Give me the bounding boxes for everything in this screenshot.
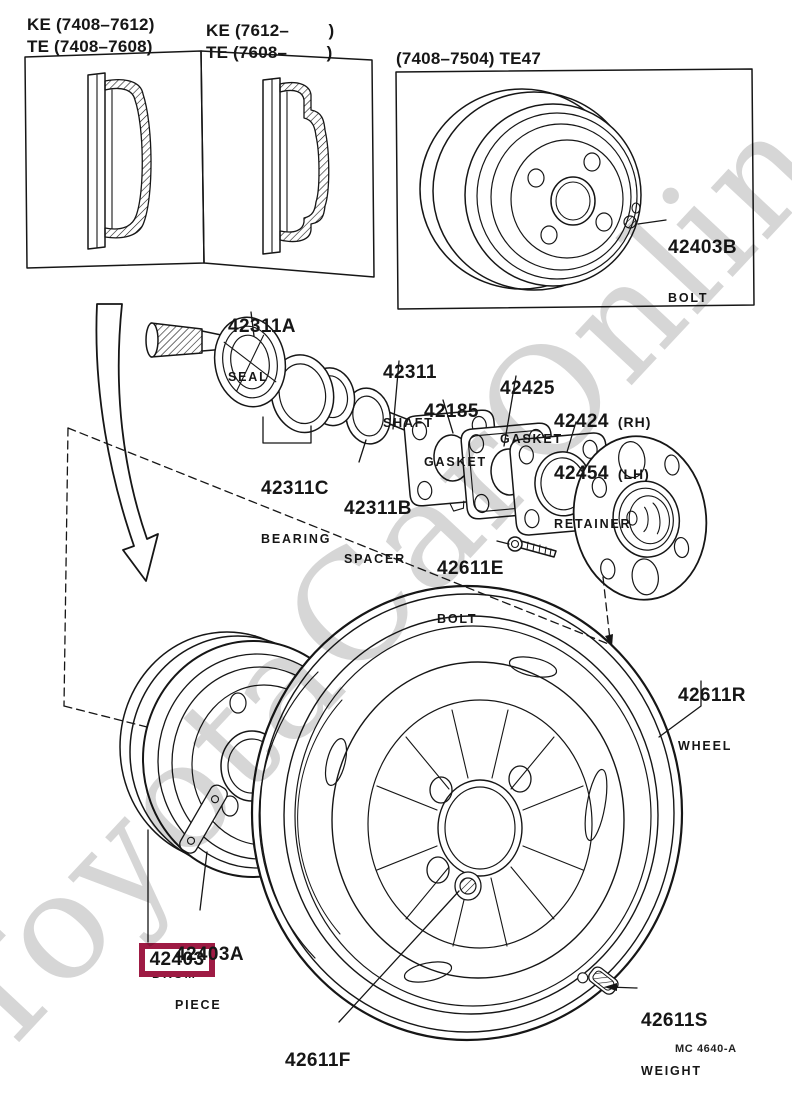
part-name: GASKET <box>424 454 487 469</box>
callout-retainer-bolt[interactable]: 42611E BOLT <box>437 526 504 642</box>
hub-flange-drawing <box>572 435 708 601</box>
part-number[interactable]: 42403A <box>175 943 244 965</box>
callout-bearing[interactable]: 42311C BEARING <box>261 446 331 562</box>
retainer-bolt-drawing <box>507 536 557 558</box>
callout-shaft[interactable]: 42311 SHAFT <box>383 330 437 446</box>
part-name: PIECE <box>175 997 222 1012</box>
axle-assembly-drawing <box>145 316 708 601</box>
drum-bolt-drawing <box>623 215 637 229</box>
variant-box-2 <box>200 50 375 278</box>
seal-drawing <box>213 316 287 408</box>
part-name: NUT <box>285 1104 351 1106</box>
variant2-line2: TE (7608– ) <box>206 43 333 63</box>
part-number[interactable]: 42185 <box>424 400 479 422</box>
wheel-nut-drawing <box>454 871 482 901</box>
te47-drum-drawing <box>419 88 642 291</box>
drum-piece-drawing <box>179 784 228 854</box>
part-name: SEAL <box>228 369 269 384</box>
variant2-line1: KE (7612– ) <box>206 21 335 40</box>
callout-axle-gasket[interactable]: 42185 GASKET <box>424 369 487 485</box>
part-number[interactable]: 42425 <box>500 377 555 399</box>
part-name: SHAFT <box>383 415 434 430</box>
dashed-arrowhead <box>605 634 613 647</box>
part-side-rh: (RH) <box>617 413 652 430</box>
callout-seal[interactable]: 42311A SEAL <box>228 284 296 400</box>
part-number[interactable]: 42403 <box>149 949 205 970</box>
part-number-rh[interactable]: 42424 <box>554 410 609 432</box>
part-name: SPACER <box>344 551 406 566</box>
leader-lines <box>147 219 702 1023</box>
variant1-line1: KE (7408–7612) <box>27 15 155 34</box>
variant-box-1 <box>24 50 205 269</box>
spacer-drawing <box>345 387 391 445</box>
part-number[interactable]: 42611R <box>678 684 746 706</box>
weight-leader-arrowhead <box>604 983 617 991</box>
bearing-drawing <box>270 354 356 434</box>
wheel-spokes <box>376 709 584 947</box>
callout-weight[interactable]: 42611S WEIGHT <box>641 978 708 1094</box>
part-number[interactable]: 42311 <box>383 361 437 383</box>
alignment-dashed-lines <box>63 427 612 728</box>
variant1-line2: TE (7408–7608) <box>27 37 153 57</box>
part-name: WHEEL <box>678 738 733 753</box>
part-name: BOLT <box>668 290 709 305</box>
insertion-arrow <box>95 303 159 582</box>
part-name: GASKET <box>500 431 563 446</box>
part-number[interactable]: 42611E <box>437 557 504 579</box>
callout-drum-bolt[interactable]: 42403B BOLT <box>668 205 737 321</box>
callout-piece[interactable]: 42403A PIECE <box>175 912 244 1028</box>
wheel-drawing <box>250 584 684 1042</box>
callout-retainer-gasket[interactable]: 42425 GASKET <box>500 346 563 462</box>
part-name: BOLT <box>437 611 478 626</box>
axle-spline-end <box>145 322 227 358</box>
callout-retainer[interactable]: 42424 (RH) 42454 (LH) RETAINER <box>554 379 651 547</box>
variant3-header: (7408–7504) TE47 <box>396 48 541 70</box>
variant-box-3 <box>395 68 755 310</box>
callout-wheel[interactable]: 42611R WHEEL <box>678 653 746 769</box>
callout-drum-highlight-box[interactable]: 42403 <box>139 943 215 977</box>
callout-nut[interactable]: 42611F NUT <box>285 1018 351 1106</box>
part-number[interactable]: 42611F <box>285 1049 351 1071</box>
part-number[interactable]: 42311B <box>344 497 412 519</box>
part-number[interactable]: 42311A <box>228 315 296 337</box>
part-name: RETAINER <box>554 516 632 531</box>
variant1-header: KE (7408–7612) TE (7408–7608) <box>27 14 155 58</box>
part-number[interactable]: 42311C <box>261 477 329 499</box>
part-name: WEIGHT <box>641 1063 702 1078</box>
part-number[interactable]: 42403B <box>668 236 737 258</box>
part-number-lh[interactable]: 42454 <box>554 462 609 484</box>
variant3-title: (7408–7504) TE47 <box>396 49 541 68</box>
part-name: BEARING <box>261 531 332 546</box>
callout-spacer[interactable]: 42311B SPACER <box>344 466 412 582</box>
diagram-code: MC 4640-A <box>675 1043 737 1055</box>
part-number[interactable]: 42611S <box>641 1009 708 1031</box>
part-side-lh: (LH) <box>617 465 650 482</box>
variant2-header: KE (7612– ) TE (7608– ) <box>206 20 334 64</box>
